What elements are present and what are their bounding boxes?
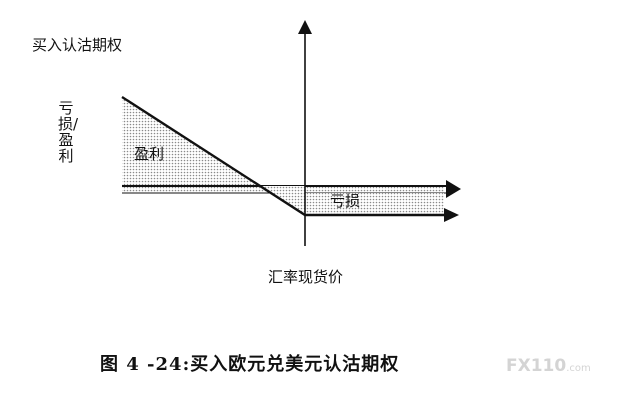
watermark-main: FX110 [506,356,567,376]
y-axis-label: 亏损/盈利 [58,99,79,165]
profit-label: 盈利 [134,145,165,163]
arrow-up-icon [298,20,312,34]
diagram-title: 买入认沽期权 [32,36,123,54]
figure-caption: 图 4 -24:买入欧元兑美元认沽期权 [100,354,400,375]
x-axis-label: 汇率现货价 [268,268,344,286]
loss-label: 亏损 [330,192,361,210]
arrow-right-icon [446,180,461,198]
watermark: FX110.com [506,358,591,375]
watermark-suffix: .com [566,363,591,374]
arrow-right-icon [444,208,459,222]
